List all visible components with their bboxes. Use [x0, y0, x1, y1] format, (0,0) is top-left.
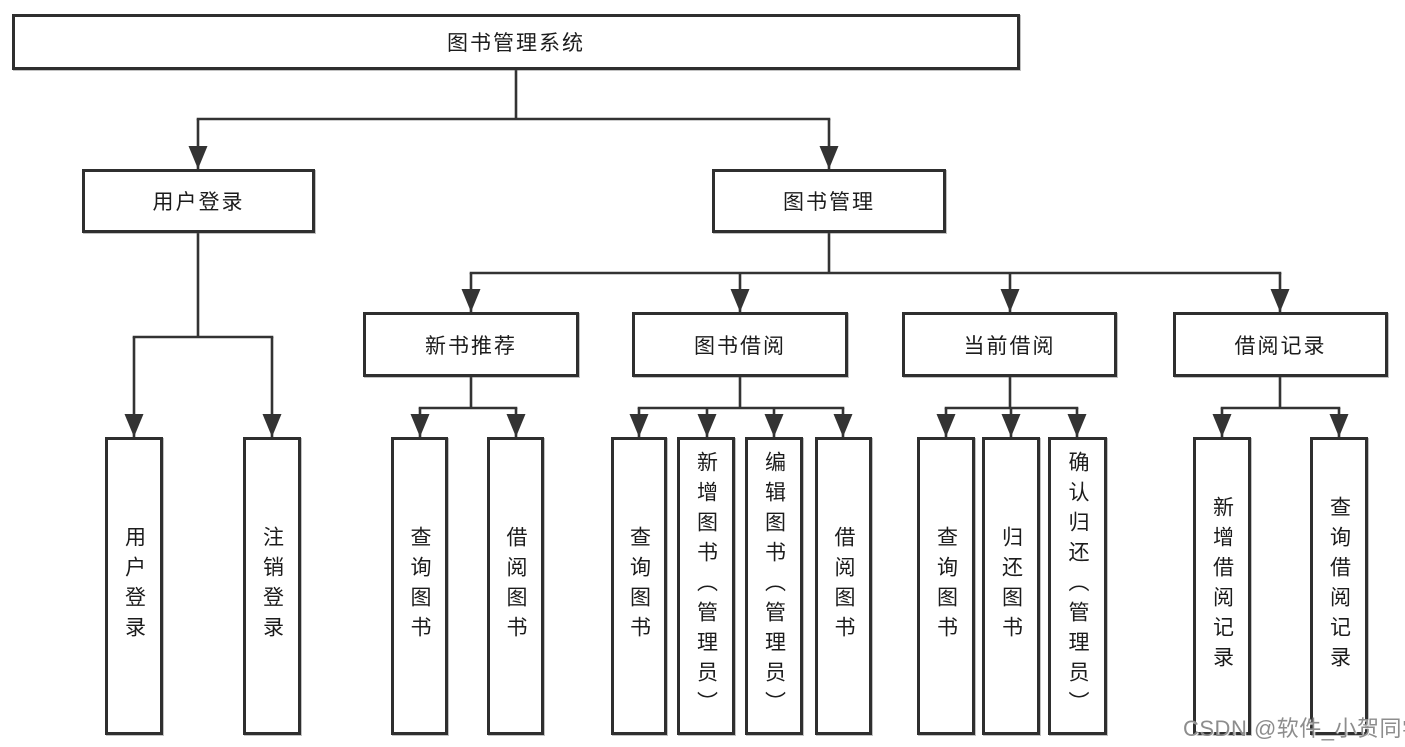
leaf-logout-label: 注销登录: [260, 526, 284, 646]
leaf-add-borrow-record-label: 新增借阅记录: [1210, 496, 1234, 676]
node-book-borrow-label: 图书借阅: [694, 334, 786, 358]
leaf-query-books-recommend: 查询图书: [391, 437, 448, 735]
leaf-return-books: 归还图书: [982, 437, 1040, 735]
watermark: CSDN @软件_小贺同学: [1183, 716, 1405, 741]
leaf-borrow-books-label: 借阅图书: [832, 526, 855, 646]
leaf-borrow-books-recommend: 借阅图书: [487, 437, 544, 735]
leaf-edit-book-admin: 编辑图书（管理员）: [745, 437, 803, 735]
leaf-user-login: 用户登录: [105, 437, 163, 735]
leaf-confirm-return-admin: 确认归还（管理员）: [1048, 437, 1107, 735]
leaf-query-borrow-record: 查询借阅记录: [1310, 437, 1368, 735]
node-new-book-recommend-label: 新书推荐: [425, 334, 517, 358]
leaf-user-login-label: 用户登录: [122, 526, 146, 646]
node-book-borrow: 图书借阅: [632, 312, 848, 377]
leaf-query-books-recommend-label: 查询图书: [408, 526, 431, 646]
leaf-edit-book-admin-label: 编辑图书（管理员）: [762, 451, 786, 721]
node-current-borrow-label: 当前借阅: [963, 334, 1056, 358]
leaf-confirm-return-admin-label: 确认归还（管理员）: [1066, 451, 1089, 721]
node-current-borrow: 当前借阅: [902, 312, 1117, 377]
leaf-borrow-books-recommend-label: 借阅图书: [504, 526, 527, 646]
leaf-add-borrow-record: 新增借阅记录: [1193, 437, 1251, 735]
node-borrow-records: 借阅记录: [1173, 312, 1388, 377]
leaf-query-borrow-record-label: 查询借阅记录: [1327, 496, 1351, 676]
leaf-query-books-current: 查询图书: [917, 437, 975, 735]
leaf-return-books-label: 归还图书: [999, 526, 1023, 646]
leaf-borrow-books: 借阅图书: [815, 437, 872, 735]
node-user-login: 用户登录: [82, 169, 315, 233]
node-borrow-records-label: 借阅记录: [1234, 334, 1327, 358]
leaf-query-books-borrow-label: 查询图书: [627, 526, 651, 646]
node-root: 图书管理系统: [12, 14, 1020, 70]
node-user-login-label: 用户登录: [152, 191, 245, 214]
leaf-add-book-admin: 新增图书（管理员）: [677, 437, 735, 735]
leaf-query-books-current-label: 查询图书: [934, 526, 958, 646]
node-root-label: 图书管理系统: [447, 32, 585, 55]
leaf-add-book-admin-label: 新增图书（管理员）: [694, 451, 718, 721]
leaf-logout: 注销登录: [243, 437, 301, 735]
leaf-query-books-borrow: 查询图书: [611, 437, 667, 735]
node-new-book-recommend: 新书推荐: [363, 312, 579, 377]
node-book-management-label: 图书管理: [783, 191, 875, 214]
node-book-management: 图书管理: [712, 169, 946, 233]
